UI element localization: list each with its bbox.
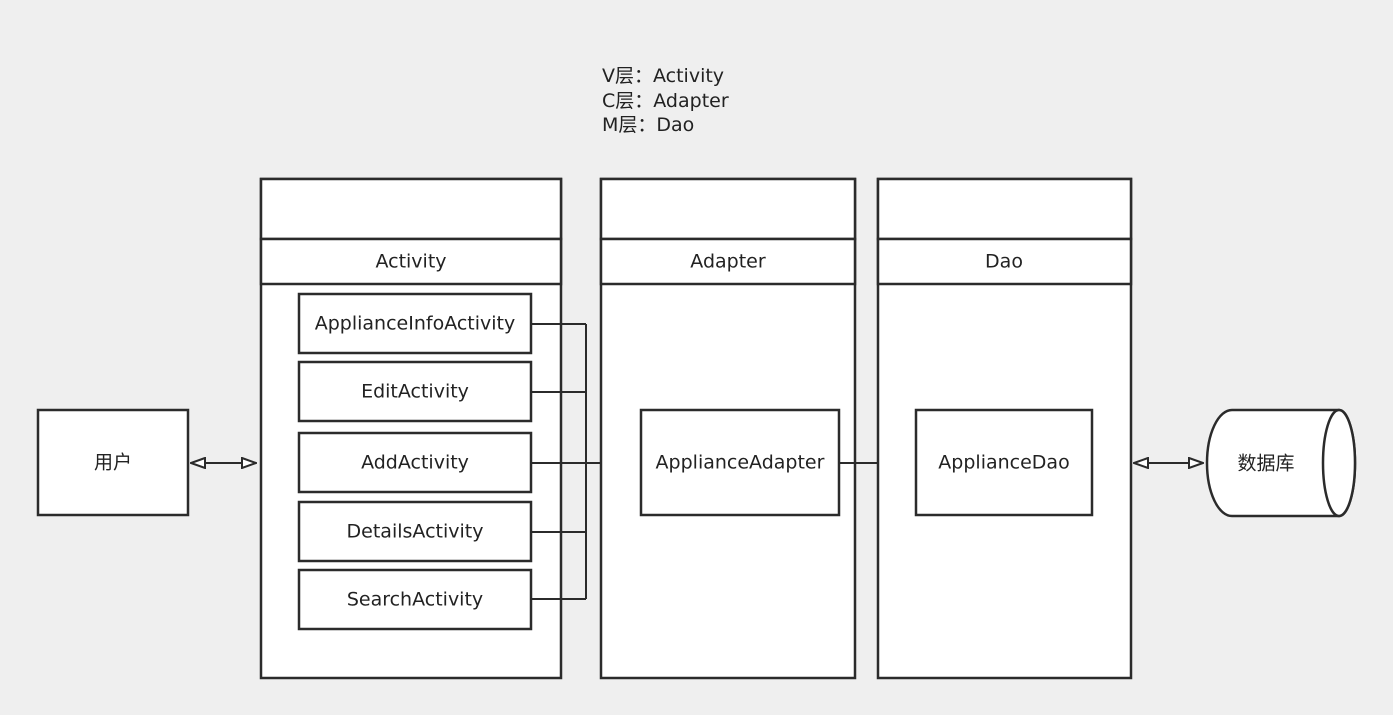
activity-column-title-bar bbox=[259, 237, 563, 286]
activity-column-title: Activity bbox=[375, 251, 446, 273]
adapter-item-applianceadapter[interactable]: ApplianceAdapter bbox=[639, 408, 841, 517]
legend-m-layer: M层：Dao bbox=[602, 114, 695, 136]
database-label: 数据库 bbox=[1237, 453, 1294, 475]
legend-v-layer: V层：Activity bbox=[602, 65, 725, 87]
activity-item-label: EditActivity bbox=[361, 381, 469, 403]
legend-c-layer: C层：Adapter bbox=[602, 89, 729, 112]
layer-legend: V层：Activity C层：Adapter M层：Dao bbox=[602, 64, 729, 138]
activity-item-label: AddActivity bbox=[361, 452, 469, 474]
dao-item-label: ApplianceDao bbox=[938, 452, 1069, 474]
adapter-item-label: ApplianceAdapter bbox=[656, 452, 825, 474]
database-cylinder-cap bbox=[1321, 408, 1357, 518]
dao-column-header-blank bbox=[876, 177, 1133, 241]
activity-item-edit[interactable]: EditActivity bbox=[297, 360, 533, 423]
user-node[interactable]: 用户 bbox=[36, 408, 190, 517]
dao-column-title: Dao bbox=[985, 251, 1023, 273]
activity-column-header-blank bbox=[259, 177, 563, 241]
activity-item-label: ApplianceInfoActivity bbox=[315, 313, 516, 335]
activity-item-label: SearchActivity bbox=[347, 589, 483, 611]
activity-item-applianceinfo[interactable]: ApplianceInfoActivity bbox=[297, 292, 533, 355]
adapter-column-title-bar bbox=[599, 237, 857, 286]
activity-item-details[interactable]: DetailsActivity bbox=[297, 500, 533, 563]
adapter-column-header-blank bbox=[599, 177, 857, 241]
database-node[interactable]: 数据库 bbox=[1205, 408, 1357, 518]
user-label: 用户 bbox=[94, 452, 132, 474]
activity-connector-bus bbox=[531, 323, 587, 600]
activity-item-search[interactable]: SearchActivity bbox=[297, 568, 533, 631]
activity-item-add[interactable]: AddActivity bbox=[297, 431, 533, 494]
dao-item-appliancedao[interactable]: ApplianceDao bbox=[914, 408, 1094, 517]
activity-item-label: DetailsActivity bbox=[347, 521, 484, 543]
adapter-column-title: Adapter bbox=[690, 251, 766, 273]
dao-column-title-bar bbox=[876, 237, 1133, 286]
